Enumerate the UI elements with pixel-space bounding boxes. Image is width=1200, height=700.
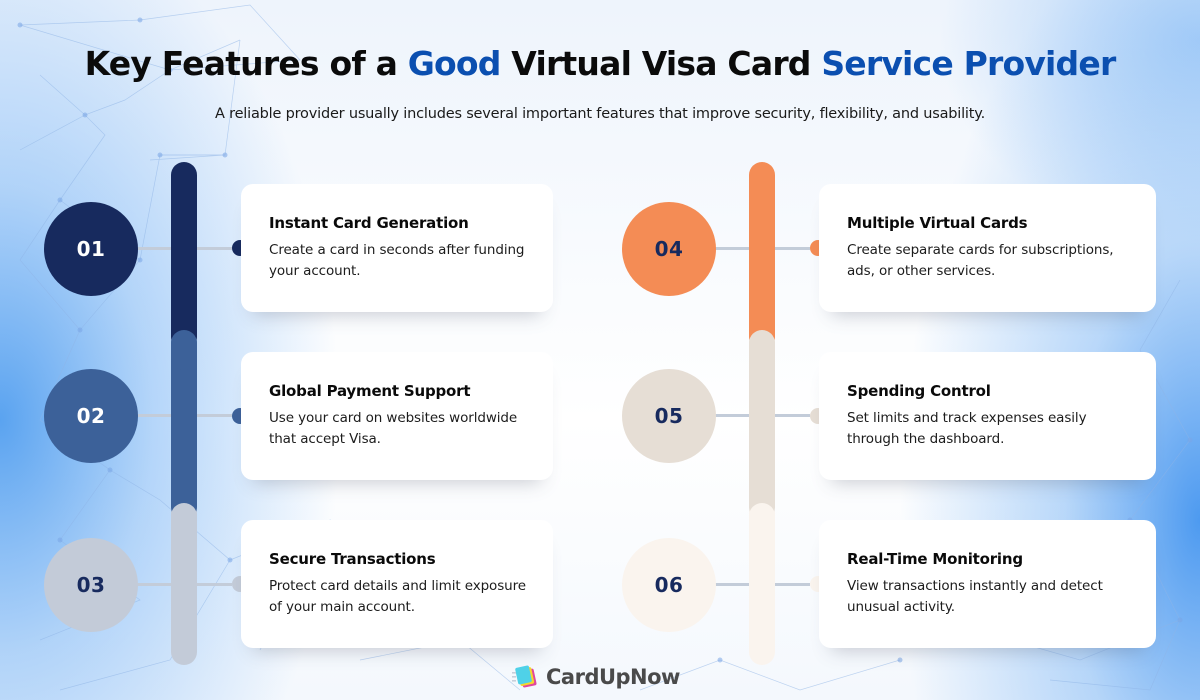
brand-name: CardUpNow xyxy=(546,665,680,689)
brand-logo: CardUpNow xyxy=(512,662,680,692)
feature-card: Global Payment Support Use your card on … xyxy=(241,352,553,480)
feature-card: Spending Control Set limits and track ex… xyxy=(819,352,1156,480)
title-accent-service-provider: Service Provider xyxy=(821,44,1116,83)
feature-description: Use your card on websites worldwide that… xyxy=(269,410,518,447)
feature-card: Real-Time Monitoring View transactions i… xyxy=(819,520,1156,648)
feature-number-badge: 05 xyxy=(622,369,716,463)
title-accent-good: Good xyxy=(407,44,502,83)
feature-number-badge: 03 xyxy=(44,538,138,632)
page-subtitle: A reliable provider usually includes sev… xyxy=(215,106,985,122)
feature-title: Spending Control xyxy=(847,382,991,400)
stacked-cards-logo-icon xyxy=(512,665,537,688)
feature-card: Multiple Virtual Cards Create separate c… xyxy=(819,184,1156,312)
feature-description: View transactions instantly and detect u… xyxy=(847,578,1103,615)
feature-title: Global Payment Support xyxy=(269,382,471,400)
page-title: Key Features of a Good Virtual Visa Card… xyxy=(84,44,1117,83)
feature-card: Instant Card Generation Create a card in… xyxy=(241,184,553,312)
feature-number-badge: 02 xyxy=(44,369,138,463)
feature-description: Protect card details and limit exposure … xyxy=(269,578,526,615)
feature-card: Secure Transactions Protect card details… xyxy=(241,520,553,648)
feature-title: Multiple Virtual Cards xyxy=(847,214,1028,232)
feature-title: Secure Transactions xyxy=(269,550,436,568)
feature-description: Create separate cards for subscriptions,… xyxy=(847,242,1114,279)
feature-title: Instant Card Generation xyxy=(269,214,469,232)
feature-number-badge: 04 xyxy=(622,202,716,296)
feature-description: Create a card in seconds after funding y… xyxy=(269,242,525,279)
feature-number-badge: 06 xyxy=(622,538,716,632)
feature-description: Set limits and track expenses easily thr… xyxy=(847,410,1087,447)
feature-number-badge: 01 xyxy=(44,202,138,296)
feature-title: Real-Time Monitoring xyxy=(847,550,1023,568)
